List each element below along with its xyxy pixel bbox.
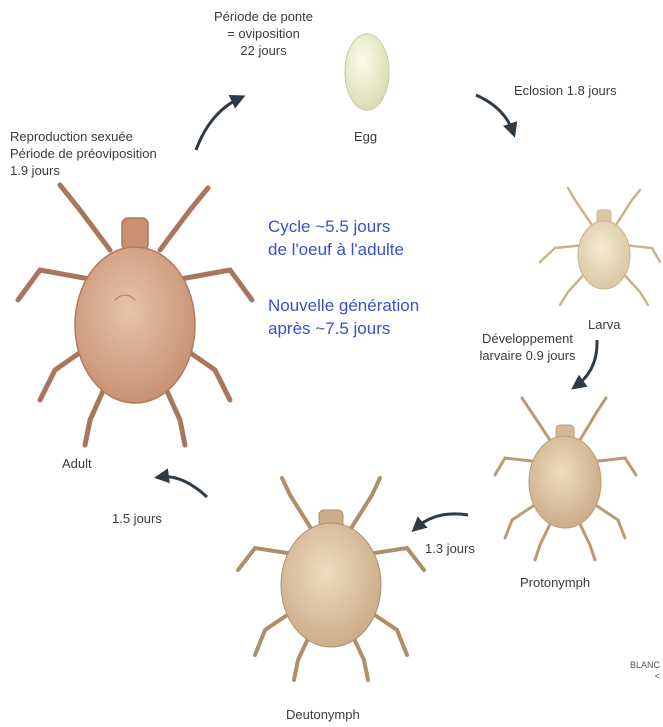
protonymph-label: Protonymph — [520, 574, 590, 591]
repro-line-3: 1.9 jours — [10, 162, 157, 179]
repro-line-2: Période de préoviposition — [10, 145, 157, 162]
cycle-line-2: de l'oeuf à l'adulte — [268, 238, 404, 261]
protonymph-illustration — [495, 398, 636, 560]
dev-larvaire-line-2: larvaire 0.9 jours — [460, 347, 595, 364]
arrow-protonymph-to-deutonymph — [416, 514, 468, 528]
dev-larvaire-label: Développement larvaire 0.9 jours — [460, 330, 595, 364]
adult-duration-label: 1.5 jours — [112, 510, 162, 527]
generation-line-2: après ~7.5 jours — [268, 317, 419, 340]
cycle-summary: Cycle ~5.5 jours de l'oeuf à l'adulte — [268, 215, 404, 261]
adult-illustration — [18, 185, 252, 445]
deutonymph-illustration — [238, 478, 424, 680]
egg-label: Egg — [354, 128, 377, 145]
arrow-egg-to-larva — [476, 95, 513, 132]
generation-line-1: Nouvelle génération — [268, 294, 419, 317]
blanc-mark: < — [620, 671, 660, 682]
repro-line-1: Reproduction sexuée — [10, 128, 157, 145]
cycle-line-1: Cycle ~5.5 jours — [268, 215, 404, 238]
egg-illustration — [345, 34, 389, 110]
ponte-label: Période de ponte = oviposition 22 jours — [196, 8, 331, 59]
arrow-adult-to-egg — [196, 98, 240, 150]
reproduction-label: Reproduction sexuée Période de préovipos… — [10, 128, 157, 179]
dev-larvaire-line-1: Développement — [460, 330, 595, 347]
ponte-line-2: = oviposition — [196, 25, 331, 42]
generation-summary: Nouvelle génération après ~7.5 jours — [268, 294, 419, 340]
arrow-deutonymph-to-adult — [160, 477, 207, 497]
blanc-text: BLANC — [620, 660, 660, 671]
ponte-line-1: Période de ponte — [196, 8, 331, 25]
deutonymph-label: Deutonymph — [286, 706, 360, 723]
adult-label: Adult — [62, 455, 92, 472]
blanc-watermark: BLANC < — [620, 660, 660, 682]
deutonymph-duration-label: 1.3 jours — [425, 540, 475, 557]
eclosion-label: Eclosion 1.8 jours — [514, 82, 617, 99]
larva-illustration — [540, 188, 660, 305]
ponte-line-3: 22 jours — [196, 42, 331, 59]
